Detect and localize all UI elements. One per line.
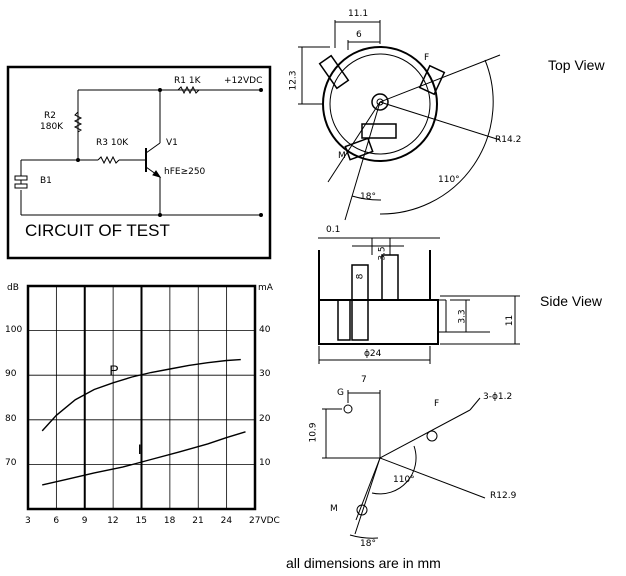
dim-6: 6 (356, 30, 362, 40)
vcc-label: +12VDC (224, 76, 263, 86)
right-tick-label: 10 (259, 458, 271, 469)
dim-11-1: 11.1 (348, 9, 369, 19)
pin-angle-110: 110° (393, 475, 415, 485)
x-tick-label: 21 (192, 516, 204, 526)
pin-angle-18: 18° (360, 539, 376, 549)
circuit-schematic (14, 85, 263, 217)
chart-series (41, 358, 246, 486)
side-view-label: Side View (540, 293, 603, 309)
pin-label-g: G (337, 388, 344, 398)
pin-layout-drawing (322, 390, 486, 539)
left-unit-label: dB (7, 283, 19, 293)
right-tick-label: 40 (259, 324, 271, 335)
side-view-drawing (318, 237, 520, 364)
x-tick-label: 27VDC (249, 516, 280, 526)
dim-12-3: 12.3 (288, 70, 299, 91)
series-line-I (42, 431, 246, 486)
hfe-label: hFE≥250 (164, 167, 206, 177)
top-label-m: M (338, 151, 346, 161)
series-label-I: I (137, 441, 142, 458)
right-unit-label: mA (258, 283, 273, 293)
chart-grid (28, 286, 255, 509)
r2-label-2: 180K (40, 122, 64, 132)
footer-note: all dimensions are in mm (286, 555, 441, 571)
right-tick-label: 20 (259, 413, 271, 424)
r1-label: R1 1K (174, 76, 201, 86)
x-tick-label: 18 (163, 516, 176, 526)
series-line-P (41, 358, 241, 432)
x-tick-label: 24 (220, 516, 233, 526)
top-radius: R14.2 (495, 135, 522, 145)
dim-7: 7 (361, 375, 367, 385)
top-label-f: F (424, 53, 430, 63)
r2-label-1: R2 (44, 111, 56, 121)
pin-holes: 3-ϕ1.2 (483, 392, 513, 402)
right-tick-label: 30 (259, 369, 271, 380)
x-tick-label: 9 (81, 516, 88, 526)
x-tick-label: 6 (53, 516, 60, 526)
dim-8: 8 (355, 273, 366, 280)
dim-3-3: 3.3 (457, 309, 468, 324)
top-view-label: Top View (548, 57, 605, 73)
dim-10-9: 10.9 (308, 422, 319, 443)
left-tick-label: 100 (5, 324, 23, 335)
left-tick-label: 80 (5, 413, 17, 424)
circuit-frame (6, 65, 272, 260)
left-tick-label: 90 (5, 369, 17, 380)
x-tick-label: 3 (25, 516, 31, 526)
side-diameter: ϕ24 (364, 349, 382, 359)
circuit-title: CIRCUIT OF TEST (25, 221, 170, 240)
top-angle-18: 18° (360, 192, 376, 202)
x-tick-label: 12 (107, 516, 119, 526)
buzzer-label: B1 (40, 176, 52, 186)
transistor-label: V1 (166, 138, 178, 148)
series-label-P: P (109, 361, 119, 378)
pin-label-f: F (434, 399, 440, 409)
left-tick-label: 70 (5, 458, 17, 469)
dim-3-5: 3.5 (377, 246, 388, 261)
dim-11: 11 (505, 314, 516, 327)
r3-label: R3 10K (96, 138, 129, 148)
dim-0-1: 0.1 (326, 225, 341, 235)
x-tick-label: 15 (135, 516, 147, 526)
top-angle-110: 110° (438, 175, 460, 185)
pin-label-m: M (330, 504, 338, 514)
top-view-drawing (298, 20, 501, 221)
pin-radius: R12.9 (490, 491, 517, 501)
